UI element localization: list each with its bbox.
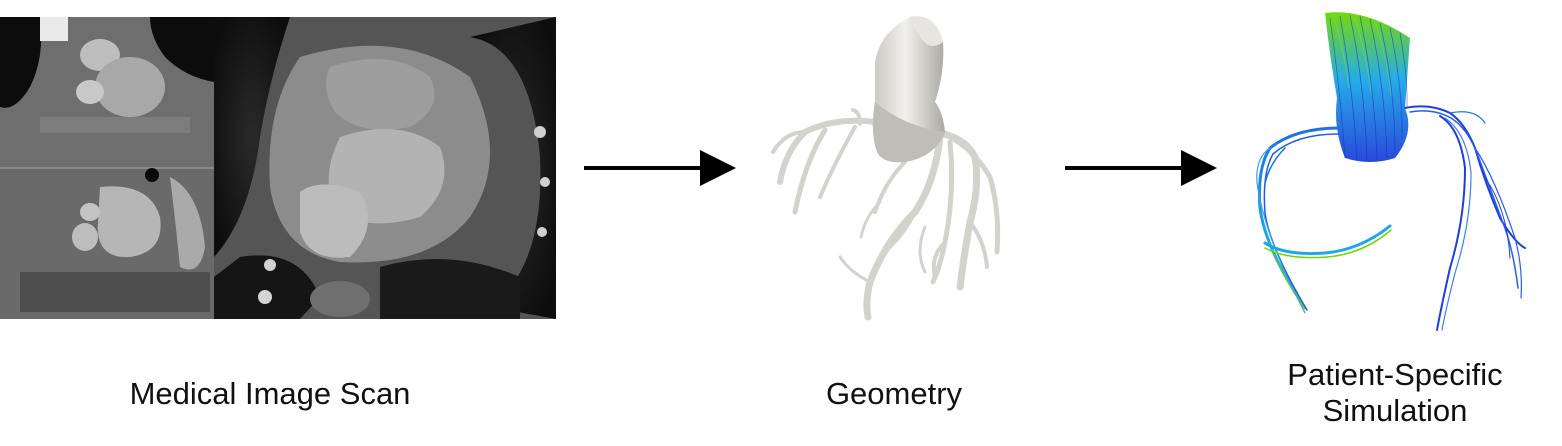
vessel-geometry-model [771,16,1001,321]
right-arrow-icon [584,150,736,186]
ct-axial-slice [0,17,214,167]
ct-scan-panel [0,17,556,319]
ct-sagittal-slice [214,17,556,319]
right-coronary-streamlines [1404,105,1526,331]
simulation-panel [1245,8,1535,334]
left-coronary-streamlines [1256,126,1392,314]
stage-label-simulation: Patient-Specific Simulation [1235,357,1555,429]
aorta-streamlines [1325,12,1410,162]
arrow-scan-to-geometry [584,150,736,186]
right-arrow-icon [1065,150,1217,186]
ct-scan-image [0,17,556,319]
stage-label-geometry: Geometry [825,376,963,411]
stage-label-scan: Medical Image Scan [129,376,411,411]
arrow-geometry-to-simulation [1065,150,1217,186]
geometry-panel [765,12,1015,324]
ct-coronal-slice [0,167,214,319]
stage-label-simulation-line-1: Patient-Specific [1287,357,1503,392]
stage-label-simulation-line-2: Simulation [1322,393,1468,428]
flow-streamline-simulation [1256,12,1526,331]
